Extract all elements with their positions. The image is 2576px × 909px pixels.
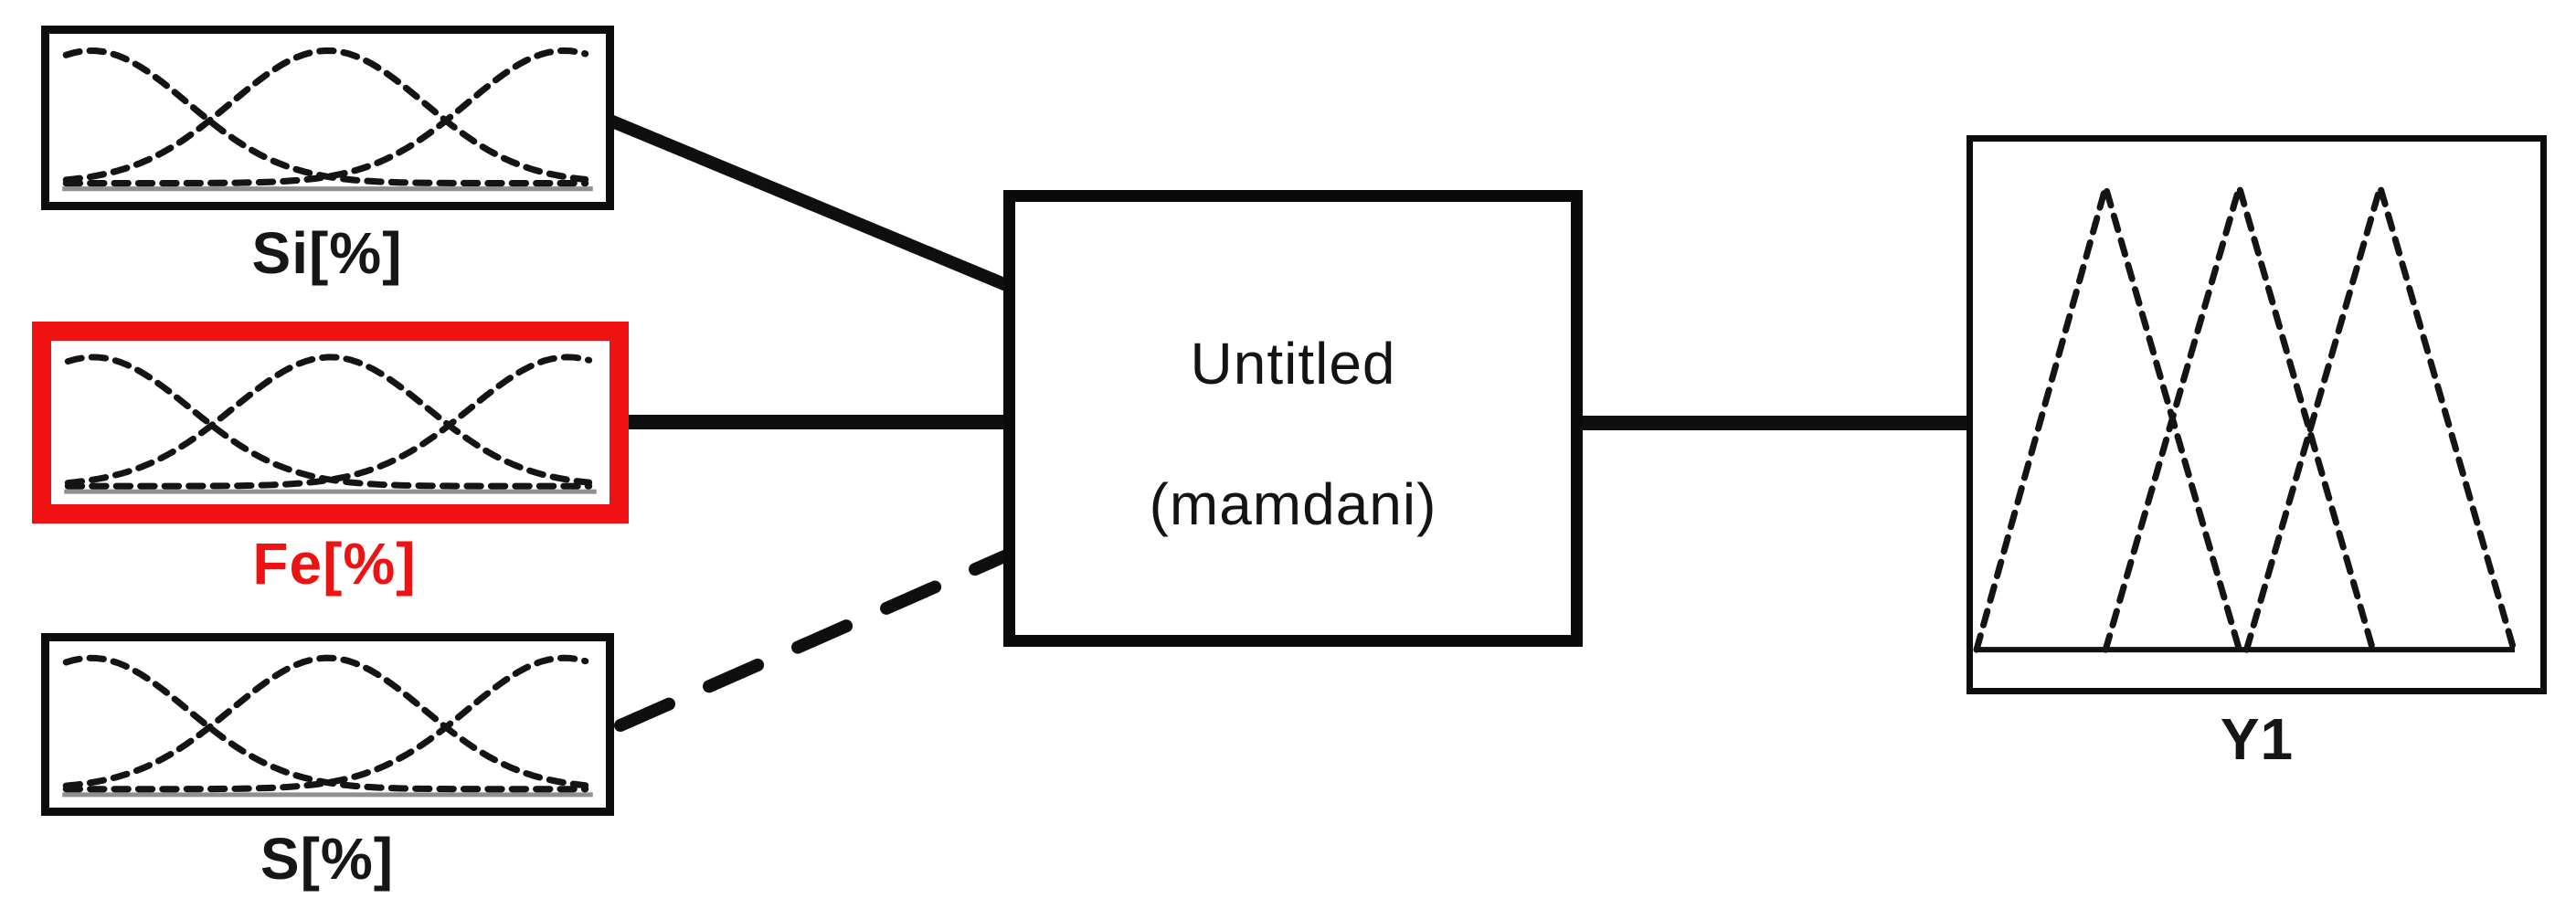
- connection-s-to-system: [614, 547, 1017, 732]
- gaussian-mf-curves-icon: [64, 354, 597, 494]
- input-variable-label-fe: Fe[%]: [252, 531, 417, 597]
- fis-inference-type: (mamdani): [1149, 471, 1437, 537]
- gaussian-mf-curves-icon: [62, 47, 593, 192]
- output-variable-box-y1[interactable]: [1966, 135, 2547, 694]
- fis-system-name: Untitled: [1190, 331, 1396, 396]
- input-variable-box-si[interactable]: [41, 26, 614, 210]
- input-variable-box-fe-selected[interactable]: [32, 322, 629, 523]
- connection-si-to-system: [608, 114, 1013, 293]
- triangular-mf-curves-icon: [1973, 175, 2518, 653]
- input-variable-label-si: Si[%]: [251, 220, 403, 286]
- output-variable-label-y1: Y1: [2220, 706, 2295, 772]
- input-variable-label-s: S[%]: [260, 826, 395, 892]
- input-variable-box-s[interactable]: [41, 633, 614, 816]
- fis-system-box[interactable]: Untitled (mamdani): [1003, 190, 1583, 647]
- gaussian-mf-curves-icon: [62, 654, 593, 798]
